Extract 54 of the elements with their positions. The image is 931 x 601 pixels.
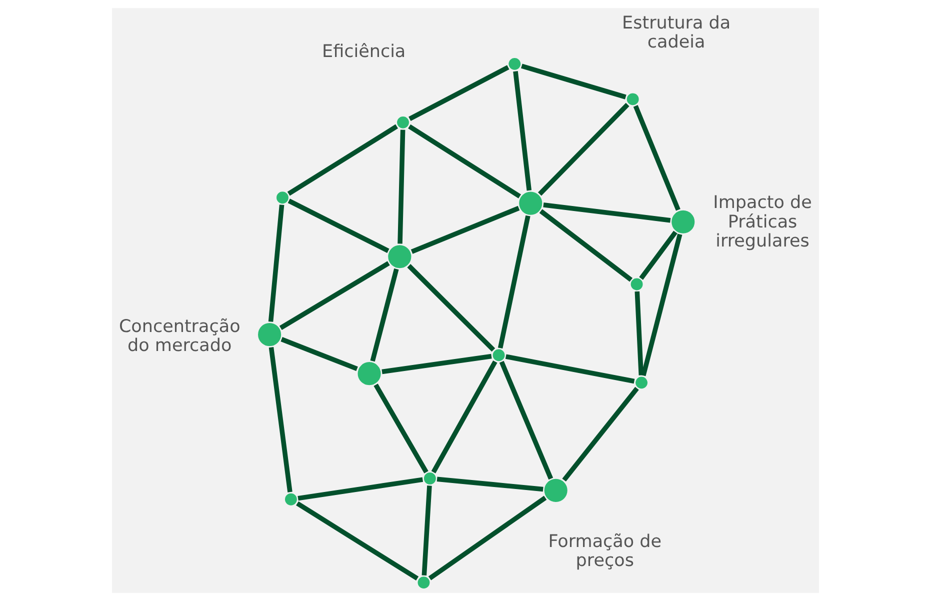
node-label: Eficiência <box>322 42 406 62</box>
node-circle <box>506 56 523 72</box>
connector <box>268 204 284 322</box>
connector <box>280 337 358 372</box>
node-label: Concentração do mercado <box>118 317 240 356</box>
node-circle <box>394 114 412 131</box>
connector <box>633 105 680 211</box>
node-circle <box>542 476 570 504</box>
connector <box>268 347 292 492</box>
connector <box>520 64 626 100</box>
connector <box>287 124 398 196</box>
node-label: Impacto de Práticas irregulares <box>713 193 812 252</box>
connector <box>499 360 554 480</box>
node-circle <box>282 491 300 508</box>
connector <box>296 501 419 581</box>
connector <box>374 384 428 474</box>
node-circle <box>274 189 291 206</box>
node-circle <box>633 374 650 392</box>
connector <box>428 496 547 580</box>
node-circle <box>386 242 414 271</box>
connector <box>288 198 390 253</box>
connector <box>431 360 498 474</box>
connector <box>505 354 635 384</box>
connector <box>513 71 532 191</box>
connector <box>641 234 682 376</box>
connector <box>639 230 678 280</box>
node-label: Formação de preços <box>548 532 662 572</box>
connector <box>382 354 492 374</box>
node-circle <box>422 470 438 487</box>
node-circle <box>516 189 545 218</box>
node-circle <box>415 574 432 591</box>
connector <box>298 477 424 501</box>
connector <box>408 124 522 198</box>
node-circle <box>355 360 384 388</box>
node-circle <box>669 208 698 236</box>
connector <box>538 102 630 196</box>
node-circle <box>624 90 642 108</box>
node-circle <box>628 276 646 293</box>
node-circle <box>256 320 284 348</box>
connector <box>436 476 544 492</box>
node-label: Estrutura da cadeia <box>622 13 731 53</box>
connector <box>398 130 406 244</box>
connector <box>410 206 520 254</box>
connector <box>370 268 399 362</box>
connector <box>543 202 671 223</box>
node-circle <box>490 346 508 364</box>
connector <box>407 264 496 352</box>
connector <box>498 215 530 349</box>
connector <box>422 486 432 576</box>
connector <box>539 209 633 282</box>
connector <box>634 291 644 376</box>
connector <box>279 261 390 330</box>
connector <box>408 65 510 122</box>
connector <box>562 386 639 482</box>
